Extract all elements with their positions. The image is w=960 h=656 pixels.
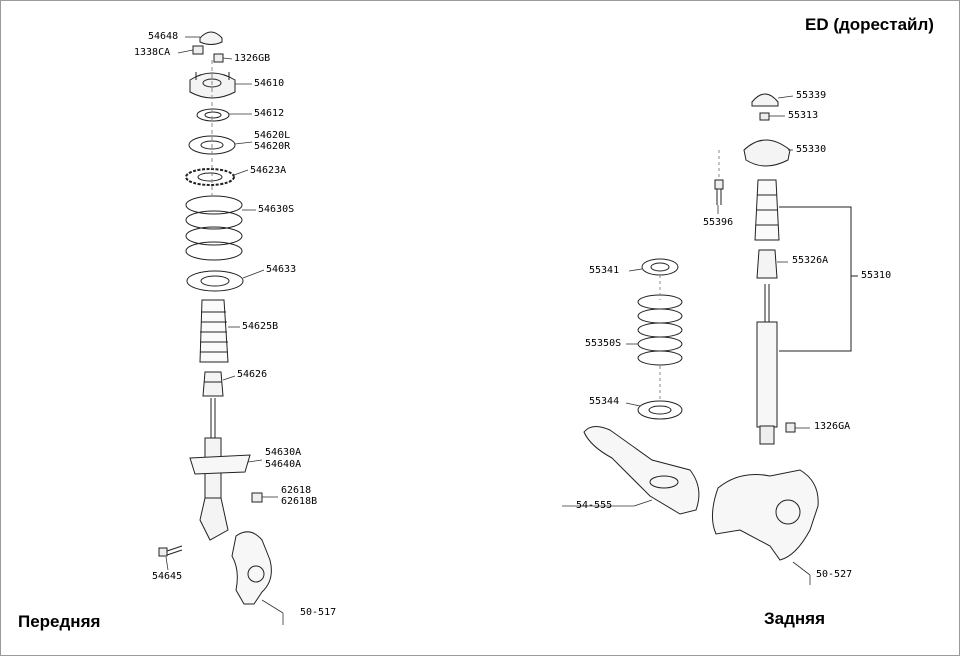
part-label-1326GB: 1326GB	[234, 53, 271, 64]
part-label-54625B: 54625B	[242, 321, 279, 332]
part-label-54-555: 54-555	[576, 500, 613, 511]
part-label-54620L: 54620L	[254, 130, 291, 141]
part-label-55339: 55339	[796, 90, 827, 101]
rear-suspension-assembly	[583, 93, 858, 561]
part-label-54645: 54645	[152, 571, 183, 582]
part-label-55310: 55310	[861, 270, 892, 281]
part-label-1338CA: 1338CA	[134, 47, 171, 58]
part-label-55344: 55344	[589, 396, 620, 407]
leader-lines	[165, 36, 811, 625]
part-label-55350S: 55350S	[585, 338, 622, 349]
front-section-label: Передняя	[18, 612, 101, 631]
part-label-55396: 55396	[703, 217, 734, 228]
part-label-50-527: 50-527	[816, 569, 853, 580]
front-strut-assembly	[158, 31, 272, 605]
part-label-54626: 54626	[237, 369, 268, 380]
part-label-54633: 54633	[266, 264, 297, 275]
part-label-62618B: 62618B	[281, 496, 318, 507]
part-label-1326GA: 1326GA	[814, 421, 851, 432]
part-label-50-517: 50-517	[300, 607, 337, 618]
part-label-54620R: 54620R	[254, 141, 291, 152]
part-label-62618: 62618	[281, 485, 312, 496]
part-label-54648: 54648	[148, 31, 179, 42]
part-label-55341: 55341	[589, 265, 620, 276]
part-label-54640A: 54640A	[265, 459, 302, 470]
rear-section-label: Задняя	[764, 609, 826, 628]
part-label-55330: 55330	[796, 144, 827, 155]
part-label-55313: 55313	[788, 110, 819, 121]
part-label-54623A: 54623A	[250, 165, 287, 176]
part-label-54630A: 54630A	[265, 447, 302, 458]
part-label-55326A: 55326A	[792, 255, 829, 266]
diagram-title: ED (дорестайл)	[805, 15, 934, 34]
part-label-54630S: 54630S	[258, 204, 295, 215]
part-label-54612: 54612	[254, 108, 285, 119]
part-label-54610: 54610	[254, 78, 285, 89]
